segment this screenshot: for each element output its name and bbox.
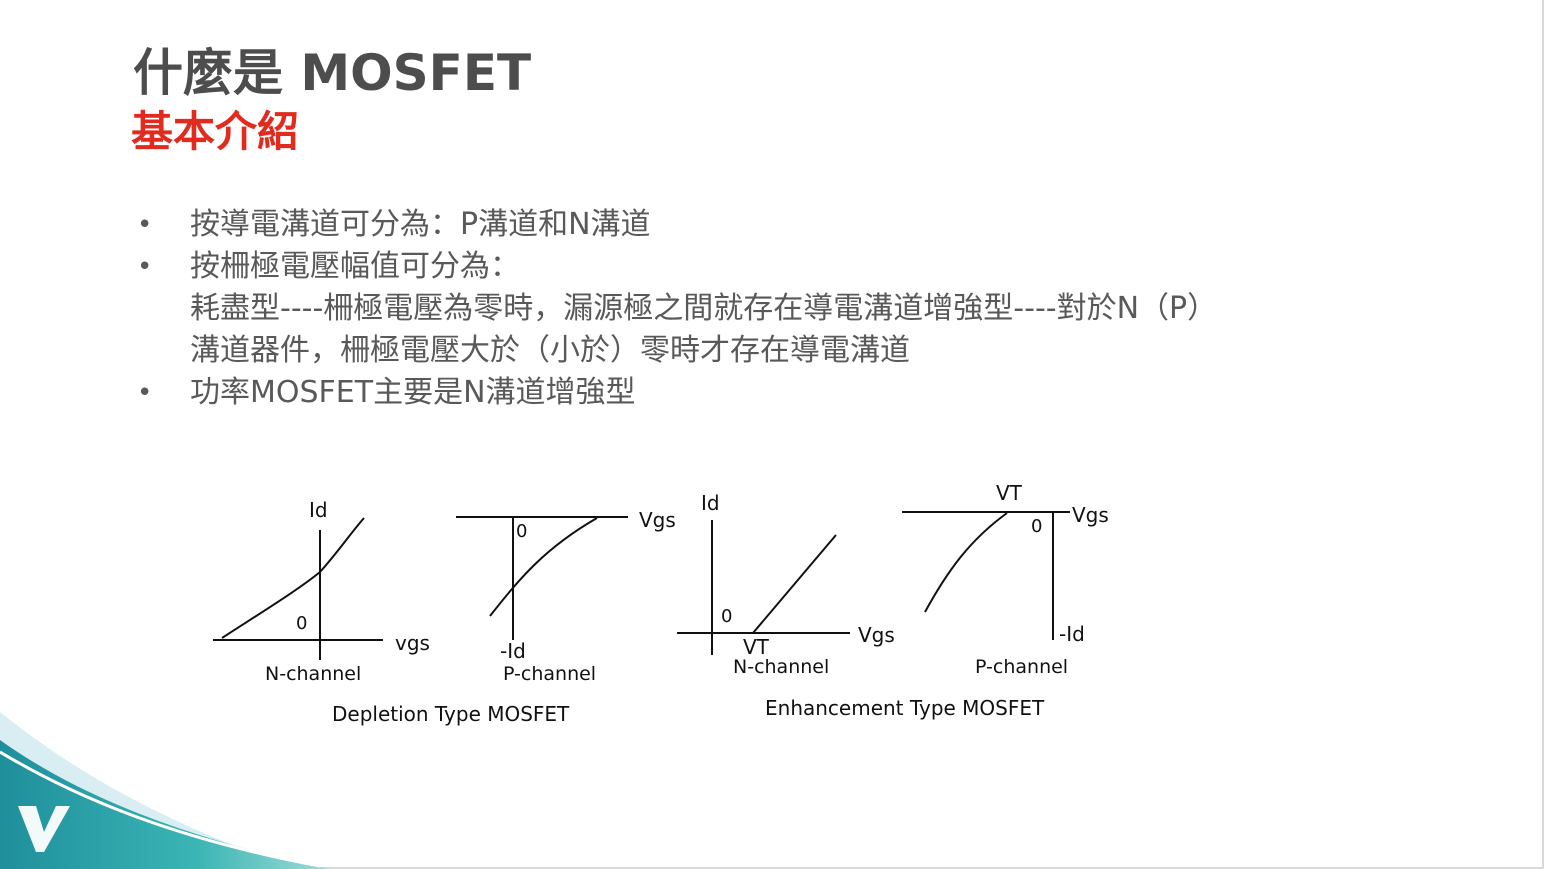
enh-n-vgs-label: Vgs — [858, 623, 895, 647]
dep-p-caption: P-channel — [503, 663, 596, 685]
bullet-text: 功率MOSFET主要是N溝道增強型 — [190, 375, 636, 410]
enh-n-curve — [752, 534, 837, 634]
enh-p-curve — [924, 512, 1008, 613]
bullet-list: • 按導電溝道可分為：P溝道和N溝道 • 按柵極電壓幅值可分為： 耗盡型----… — [135, 204, 1435, 414]
enh-p-vgs-label: Vgs — [1072, 503, 1109, 527]
wave-teal-band — [0, 740, 330, 869]
enh-n-vt-label: VT — [743, 635, 770, 659]
dep-n-id-label: Id — [309, 498, 328, 522]
dep-n-vgs-label: vgs — [395, 631, 430, 655]
bullet-dot-icon: • — [137, 210, 153, 240]
bullet-dot-icon: • — [137, 252, 153, 282]
enh-p-negid-label: -Id — [1059, 622, 1085, 646]
bullet-item: • 按柵極電壓幅值可分為： 耗盡型----柵極電壓為零時，漏源極之間就存在導電溝… — [135, 246, 1435, 372]
bullet-item: • 功率MOSFET主要是N溝道增強型 — [135, 372, 1435, 414]
slide-title: 什麼是 MOSFET — [133, 44, 532, 102]
bullet-dot-icon: • — [137, 378, 153, 408]
enh-p-caption: P-channel — [975, 656, 1068, 678]
dep-p-zero-label: 0 — [516, 521, 527, 542]
enh-p-vt-label: VT — [996, 481, 1023, 505]
dep-p-curve — [489, 517, 598, 617]
dep-p-negid-label: -Id — [500, 639, 526, 663]
dep-p-vgs-label: Vgs — [639, 508, 676, 532]
enhancement-title: Enhancement Type MOSFET — [765, 696, 1045, 720]
bullet-item: • 按導電溝道可分為：P溝道和N溝道 — [135, 204, 1435, 246]
depletion-title: Depletion Type MOSFET — [332, 702, 570, 726]
v-logo-icon — [18, 806, 70, 852]
bullet-text: 按柵極電壓幅值可分為： — [190, 249, 520, 284]
bullet-text: 溝道器件，柵極電壓大於（小於）零時才存在導電溝道 — [190, 333, 910, 368]
dep-n-curve — [221, 517, 365, 639]
bullet-text: 按導電溝道可分為：P溝道和N溝道 — [190, 207, 651, 242]
enh-n-zero-label: 0 — [721, 606, 732, 627]
enh-n-caption: N-channel — [733, 656, 829, 678]
wave-white-line — [0, 750, 321, 868]
enh-n-id-label: Id — [701, 491, 720, 515]
bullet-text: 耗盡型----柵極電壓為零時，漏源極之間就存在導電溝道增強型----對於N（P） — [190, 291, 1218, 326]
dep-n-zero-label: 0 — [296, 613, 307, 634]
dep-n-caption: N-channel — [265, 663, 361, 685]
slide-subtitle: 基本介紹 — [131, 107, 300, 156]
enh-p-zero-label: 0 — [1031, 516, 1042, 537]
